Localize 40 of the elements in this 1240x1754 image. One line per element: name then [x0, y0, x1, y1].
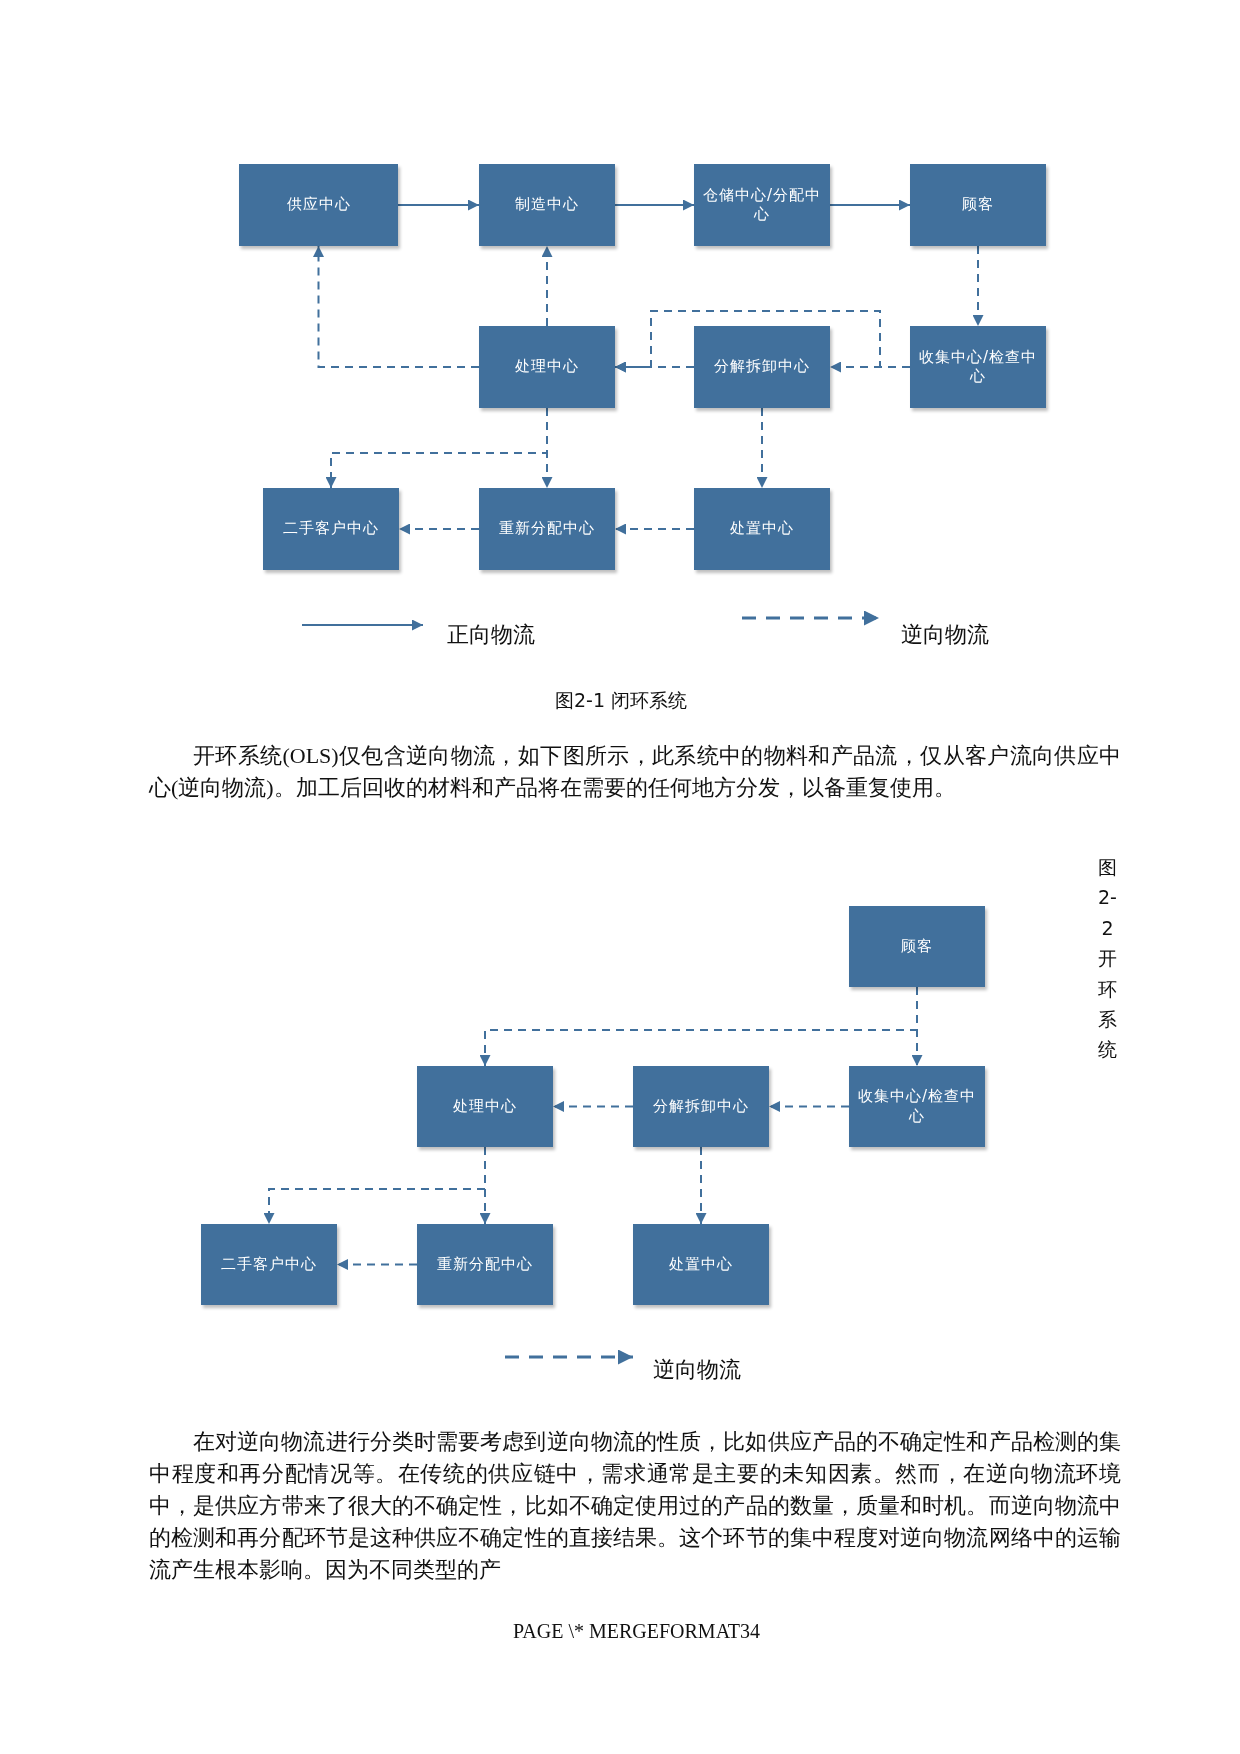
process-box: 顾客 [849, 906, 985, 987]
paragraph: 在对逆向物流进行分类时需要考虑到逆向物流的性质，比如供应产品的不确定性和产品检测的集中程度和再分配情况等。在传统的供应链中，需求通常是主要的未知因素。然而，在逆向物流环境中，是供应方带来了很大的不确定性，比如不确定使用过的产品的数量，质量和时机。而逆向物流中的检测和再分配环节是这种供应不确定性的直接结果。这个环节的集中程度对逆向物流网络中的运输流产生根本影响。因为不同类型的产 [149, 1428, 1121, 1584]
arrow [614, 199, 695, 211]
page-footer: PAGE \* MERGEFORMAT34 [513, 1620, 761, 1643]
arrow [313, 245, 480, 368]
arrow [397, 199, 480, 211]
process-box: 处理中心 [479, 326, 615, 408]
process-box: 顾客 [910, 164, 1046, 246]
arrow [972, 245, 984, 327]
process-box: 处置中心 [633, 1224, 769, 1305]
process-box: 供应中心 [239, 164, 398, 246]
arrow [263, 1146, 486, 1225]
legend-label: 逆向物流 [901, 621, 989, 649]
process-box: 分解拆卸中心 [633, 1066, 769, 1147]
process-box: 二手客户中心 [263, 488, 399, 570]
legend-label: 正向物流 [447, 621, 535, 649]
process-box: 收集中心/检查中心 [849, 1066, 985, 1147]
arrow [336, 1259, 418, 1270]
process-box: 仓储中心/分配中心 [694, 164, 830, 246]
figure-caption: 图2-1 闭环系统 [555, 688, 688, 713]
process-box: 重新分配中心 [417, 1224, 553, 1305]
legend-label: 逆向物流 [653, 1356, 741, 1384]
process-box: 制造中心 [479, 164, 615, 246]
figure-caption: 图2-2开环系统 [1098, 855, 1117, 1063]
paragraph: 开环系统(OLS)仅包含逆向物流，如下图所示，此系统中的物料和产品流，仅从客户流向供应中心(逆向物流)。加工后回收的材料和产品将在需要的任何地方分发，以备重复使用。 [149, 742, 1121, 802]
arrow [768, 1101, 850, 1112]
process-box: 处理中心 [417, 1066, 553, 1147]
process-box: 二手客户中心 [201, 1224, 337, 1305]
arrow [614, 523, 695, 535]
process-box: 处置中心 [694, 488, 830, 570]
arrow [398, 523, 480, 535]
arrow [552, 1101, 634, 1112]
arrow [756, 407, 768, 489]
arrow [695, 1146, 707, 1225]
process-box: 重新分配中心 [479, 488, 615, 570]
arrow [541, 245, 553, 327]
arrow [325, 407, 548, 489]
process-box: 收集中心/检查中心 [910, 326, 1046, 408]
process-box: 分解拆卸中心 [694, 326, 830, 408]
arrow [829, 199, 911, 211]
